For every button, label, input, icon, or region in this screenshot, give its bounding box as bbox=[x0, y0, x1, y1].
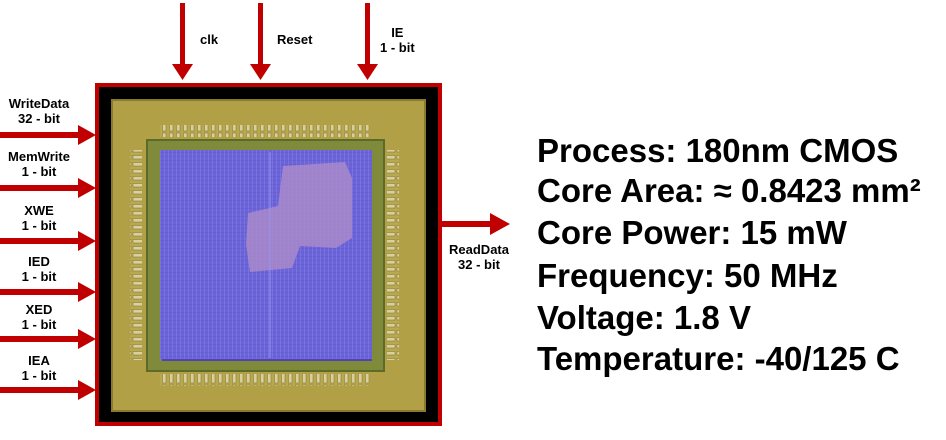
pads-right bbox=[387, 150, 399, 360]
ied-arrow bbox=[0, 282, 96, 302]
xed-arrow bbox=[0, 329, 96, 349]
readdata-arrow bbox=[442, 213, 510, 235]
spec-voltage: Voltage: 1.8 V bbox=[537, 299, 751, 336]
spec-core-power: Core Power: 15 mW bbox=[537, 214, 847, 251]
ie-label: IE 1 - bit bbox=[380, 25, 415, 55]
spec-process: Process: 180nm CMOS bbox=[537, 132, 899, 169]
xwe-arrow bbox=[0, 231, 96, 251]
pads-left bbox=[130, 150, 142, 360]
clk-arrow bbox=[180, 3, 185, 66]
reset-label: Reset bbox=[277, 32, 313, 47]
spec-frequency: Frequency: 50 MHz bbox=[537, 257, 838, 294]
logic-block bbox=[246, 162, 352, 272]
pads-bottom bbox=[160, 374, 370, 386]
spec-temperature: Temperature: -40/125 C bbox=[537, 340, 900, 377]
reset-arrow bbox=[258, 3, 263, 66]
spec-core-area: Core Area: ≈ 0.8423 mm² bbox=[537, 172, 921, 209]
writedata-arrow bbox=[0, 125, 96, 145]
clk-label: clk bbox=[200, 32, 219, 47]
pads-top bbox=[160, 125, 370, 137]
memwrite-arrow bbox=[0, 178, 96, 198]
ie-arrow bbox=[365, 3, 370, 66]
iea-arrow bbox=[0, 380, 96, 400]
